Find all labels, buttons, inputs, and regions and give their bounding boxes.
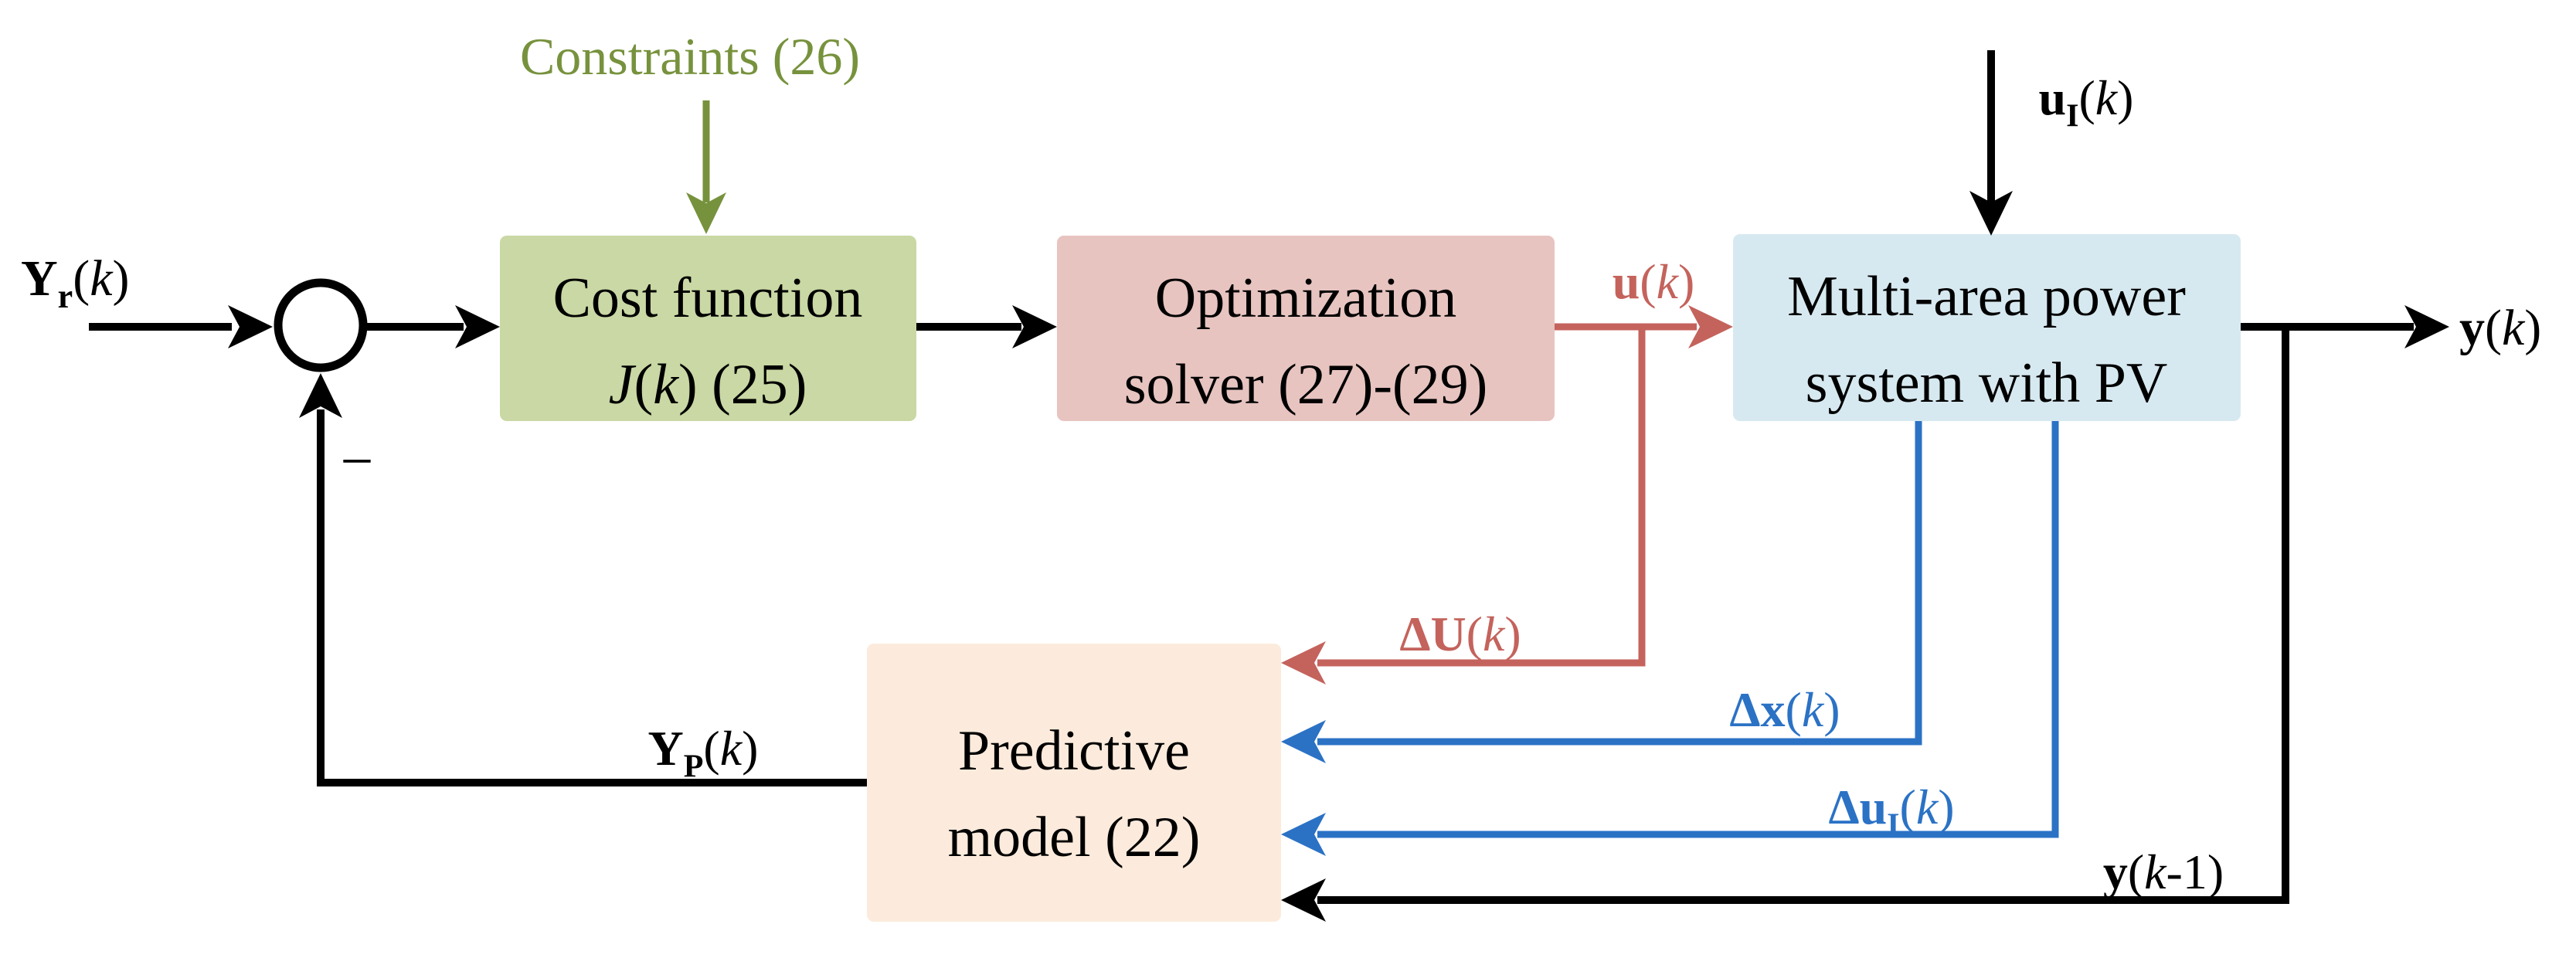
cost-function-label-line1: Cost function (553, 267, 863, 330)
optimization-solver-block: Optimization solver (27)-(29) (1057, 236, 1555, 421)
predicted-output-feedback-arrow (299, 373, 867, 786)
sum-to-cost-arrow (363, 305, 500, 348)
predictive-model-label-line1: Predictive (958, 719, 1190, 783)
ui-input-arrow (1969, 50, 2013, 236)
ui-label: uI(k) (2039, 70, 2134, 134)
control-increment-feedback-arrow (1281, 327, 1646, 685)
delta-ui-label: ΔuI(k) (1828, 780, 1954, 843)
arrow-elbow (1317, 327, 1646, 667)
optimization-solver-label-line2: solver (27)-(29) (1124, 353, 1488, 416)
yr-label: Yr(k) (21, 250, 129, 315)
arrow-head (1281, 720, 1326, 763)
control-input-arrow (1555, 305, 1733, 348)
delta-u-label: ΔU(k) (1399, 606, 1521, 661)
yr-input-arrow (89, 305, 273, 348)
predictive-model-box (867, 644, 1281, 922)
ui-increment-feedback-arrow (1281, 421, 2059, 856)
arrow-head (2404, 305, 2449, 348)
arrow-elbow (1317, 421, 2059, 838)
arrow-head (686, 192, 726, 234)
constraints-label: Constraints (26) (520, 27, 860, 86)
minus-sign: − (341, 429, 374, 494)
arrow-head (1688, 305, 1733, 348)
arrow-head (455, 305, 500, 348)
summing-junction (274, 278, 368, 372)
plant-output-arrow (2241, 305, 2449, 348)
constraints-arrow (686, 100, 726, 234)
arrow-head (228, 305, 273, 348)
power-system-box (1733, 234, 2241, 421)
arrow-head (1969, 191, 2013, 236)
power-system-label-line2: system with PV (1806, 352, 2168, 415)
delayed-output-feedback-arrow (1281, 323, 2289, 922)
arrow-head (299, 373, 342, 418)
arrow-head (1281, 641, 1326, 685)
power-system-label-line1: Multi-area power (1787, 265, 2186, 328)
yp-label: YP(k) (648, 721, 759, 784)
arrow-head (1281, 878, 1326, 922)
cost-function-box (500, 236, 916, 421)
arrow-head (1012, 305, 1057, 348)
arrow-elbow (1317, 323, 2289, 904)
power-system-block: Multi-area power system with PV (1733, 234, 2241, 421)
cost-to-solver-arrow (916, 305, 1057, 348)
optimization-solver-box (1057, 236, 1555, 421)
yk-label: y(k) (2459, 300, 2541, 356)
yk-minus1-label: y(k-1) (2103, 844, 2224, 899)
arrow-elbow (317, 409, 867, 786)
cost-function-label-line2: J(k) (25) (609, 353, 807, 416)
predictive-model-label-line2: model (22) (948, 806, 1201, 869)
uk-label: u(k) (1613, 254, 1695, 309)
state-increment-feedback-arrow (1281, 421, 1922, 763)
optimization-solver-label-line1: Optimization (1155, 267, 1457, 330)
arrow-head (1281, 813, 1326, 856)
predictive-model-block: Predictive model (22) (867, 644, 1281, 922)
cost-function-block: Cost function J(k) (25) (500, 236, 916, 421)
delta-x-label: Δx(k) (1729, 682, 1840, 737)
arrow-elbow (1317, 421, 1922, 746)
